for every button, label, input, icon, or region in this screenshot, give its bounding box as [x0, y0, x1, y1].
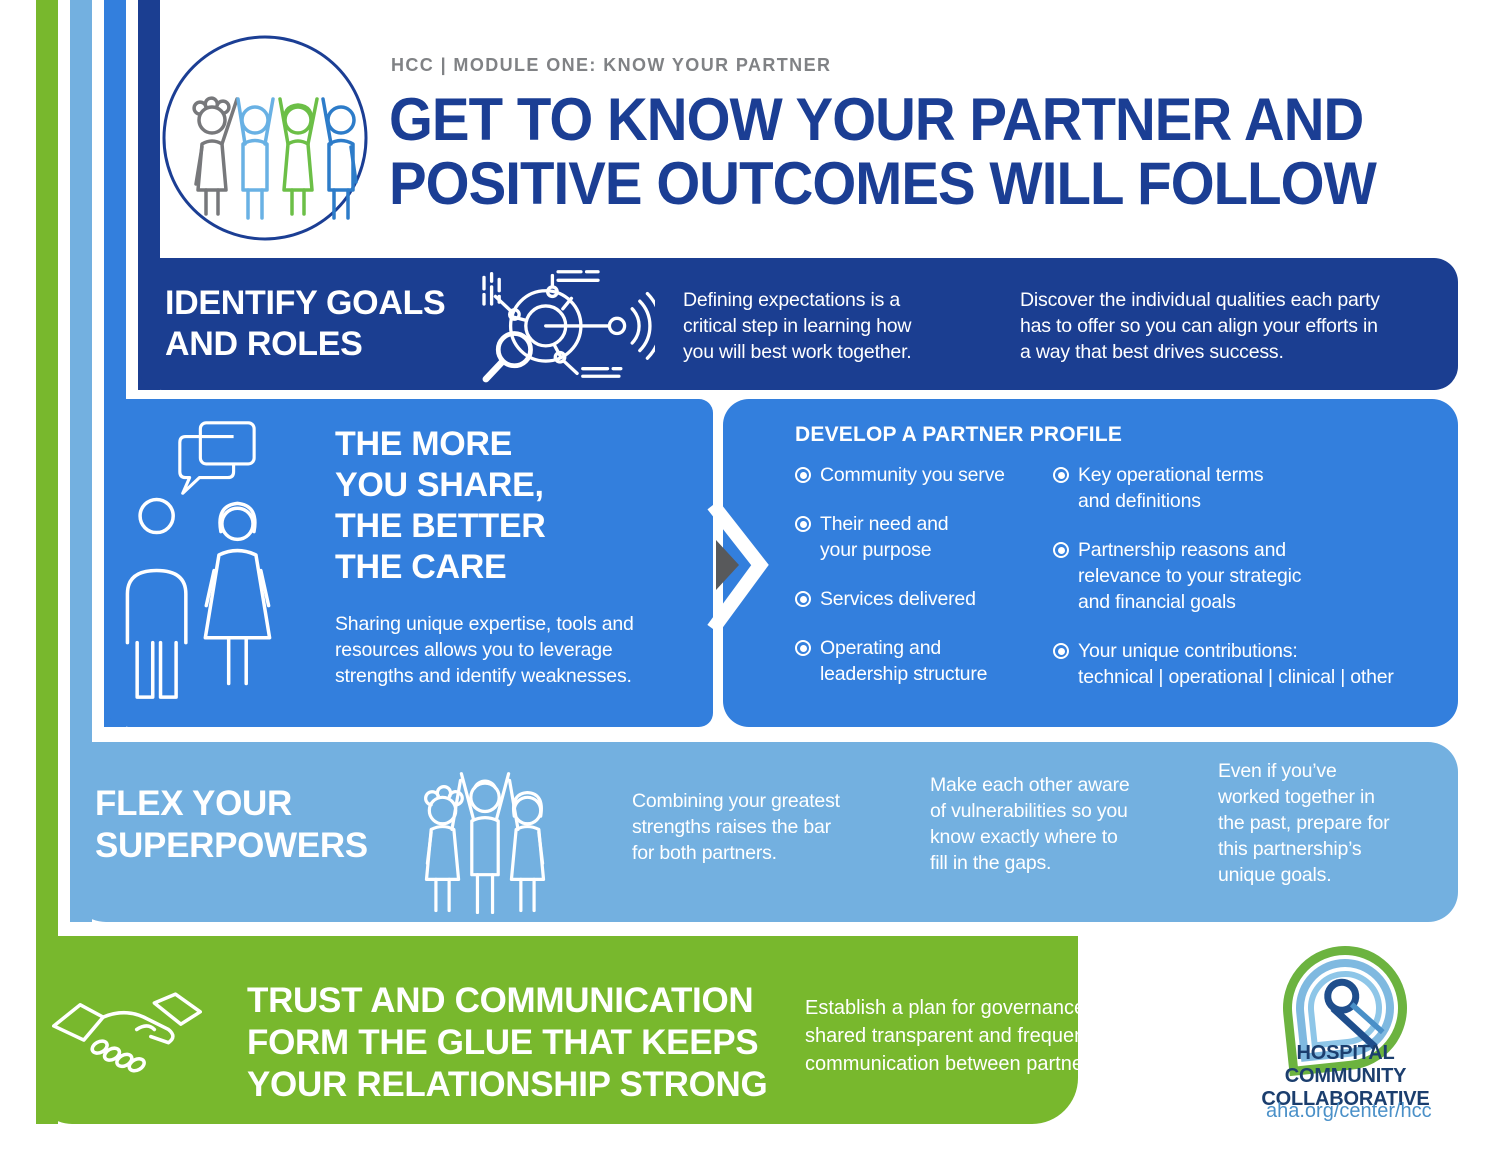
flex-band	[70, 742, 1458, 922]
trust-heading: TRUST AND COMMUNICATION FORM THE GLUE TH…	[247, 981, 768, 1104]
bullseye-icon	[795, 516, 811, 532]
identify-para-2: Discover the individual qualities each p…	[1020, 289, 1380, 363]
trust-para: Establish a plan for governance and shar…	[805, 997, 1125, 1075]
flex-para-3: Even if you’ve worked together in the pa…	[1218, 760, 1390, 886]
green-stripe	[36, 0, 58, 1124]
bullet-item: Key operational terms and definitions	[1053, 462, 1394, 514]
two-people-icon	[106, 476, 291, 704]
speech-bubbles-icon	[172, 418, 260, 500]
identify-para-1: Defining expectations is a critical step…	[683, 289, 912, 363]
logo-wordmark: HOSPITAL COMMUNITY COLLABORATIVE	[1261, 1042, 1430, 1110]
chevron-right-arrow	[694, 493, 774, 643]
profile-panel	[723, 399, 1458, 727]
bullseye-icon	[1053, 542, 1069, 558]
bullet-item: Services delivered	[795, 586, 1005, 612]
trust-band	[36, 936, 1078, 1124]
identify-band	[138, 258, 1458, 390]
page-title: GET TO KNOW YOUR PARTNER AND POSITIVE OU…	[389, 86, 1377, 217]
bullet-item: Partnership reasons and relevance to you…	[1053, 537, 1394, 615]
bullet-item: Community you serve	[795, 462, 1005, 488]
flex-para-1: Combining your greatest strengths raises…	[632, 790, 840, 864]
handshake-icon	[52, 978, 202, 1088]
people-circle-icon	[160, 32, 370, 244]
profile-heading: DEVELOP A PARTNER PROFILE	[795, 423, 1123, 446]
bullseye-icon	[795, 467, 811, 483]
bullet-item: Your unique contributions: technical | o…	[1053, 638, 1394, 690]
three-people-highfive-icon	[395, 752, 575, 920]
share-para: Sharing unique expertise, tools and reso…	[335, 613, 634, 687]
bullet-item: Operating and leadership structure	[795, 635, 1005, 687]
identify-heading: IDENTIFY GOALS AND ROLES	[165, 284, 446, 363]
bullet-item: Their need and your purpose	[795, 511, 1005, 563]
flex-heading: FLEX YOUR SUPERPOWERS	[95, 784, 368, 865]
share-panel	[104, 399, 713, 727]
profile-column-2: Key operational terms and definitions Pa…	[1053, 462, 1394, 690]
lightblue-stripe	[70, 0, 92, 922]
profile-column-1: Community you serve Their need and your …	[795, 462, 1005, 687]
logo-url-link[interactable]: aha.org/center/hcc	[1266, 1100, 1432, 1122]
hcc-pin-logo	[1276, 939, 1414, 1077]
bullseye-icon	[795, 591, 811, 607]
share-heading: THE MORE YOU SHARE, THE BETTER THE CARE	[335, 425, 546, 586]
module-kicker: HCC | MODULE ONE: KNOW YOUR PARTNER	[391, 55, 832, 75]
pin-ribbon	[1324, 978, 1385, 1050]
bullseye-icon	[1053, 643, 1069, 659]
bullseye-icon	[795, 640, 811, 656]
flex-para-2: Make each other aware of vulnerabilities…	[930, 774, 1130, 874]
radar-magnifier-icon	[465, 262, 655, 386]
bullseye-icon	[1053, 467, 1069, 483]
